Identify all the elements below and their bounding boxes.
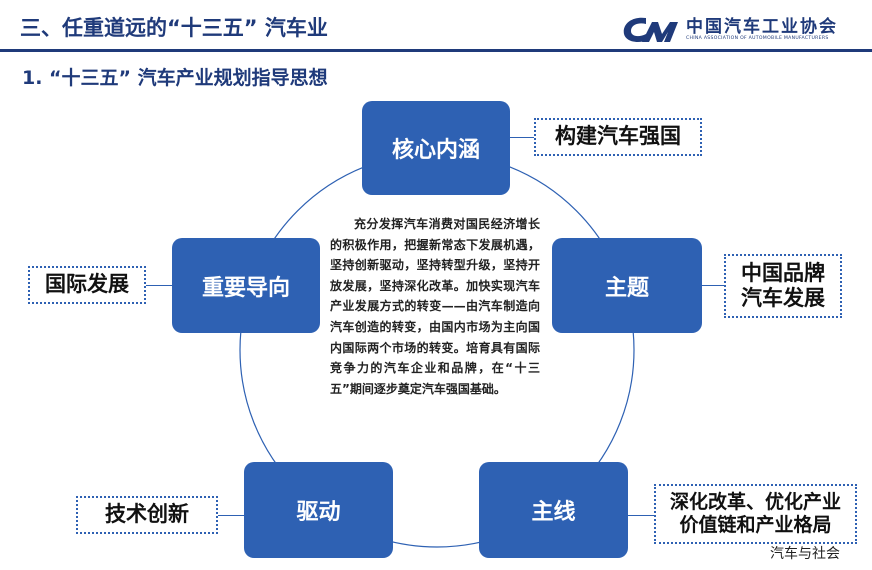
tag-mainline-line-1: 深化改革、优化产业 xyxy=(669,491,841,514)
connector-mainline xyxy=(628,515,654,516)
caam-logo-icon xyxy=(623,17,678,42)
connector-driver xyxy=(218,515,244,516)
connector-orientation xyxy=(146,285,172,286)
node-orientation: 重要导向 xyxy=(172,238,320,333)
logo-name-en: CHINA ASSOCIATION OF AUTOMOBILE MANUFACT… xyxy=(686,36,829,41)
tag-core: 构建汽车强国 xyxy=(534,118,702,156)
tag-mainline: 深化改革、优化产业 价值链和产业格局 xyxy=(654,484,857,544)
tag-theme-line-2: 汽车发展 xyxy=(741,286,825,310)
connector-theme xyxy=(702,285,724,286)
connector-core xyxy=(510,137,534,138)
header-divider xyxy=(0,49,872,52)
logo-name-cn: 中国汽车工业协会 xyxy=(686,17,838,37)
node-driver: 驱动 xyxy=(244,462,393,558)
node-mainline: 主线 xyxy=(479,462,628,558)
tag-theme-line-1: 中国品牌 xyxy=(741,260,825,285)
page-title: 三、任重道远的“十三五” 汽车业 xyxy=(20,16,328,40)
section-subtitle: 1. “十三五” 汽车产业规划指导思想 xyxy=(22,67,328,89)
node-theme: 主题 xyxy=(552,238,702,333)
caam-logo: 中国汽车工业协会 CHINA ASSOCIATION OF AUTOMOBILE… xyxy=(620,10,860,48)
tag-orientation: 国际发展 xyxy=(28,266,146,304)
node-core: 核心内涵 xyxy=(362,101,510,195)
tag-driver: 技术创新 xyxy=(76,496,218,534)
source-watermark: 汽车与社会 xyxy=(770,546,840,562)
tag-theme: 中国品牌 汽车发展 xyxy=(724,254,842,318)
guiding-ideology-text: 充分发挥汽车消费对国民经济增长的积极作用，把握新常态下发展机遇，坚持创新驱动，坚… xyxy=(330,217,540,396)
tag-mainline-line-2: 价值链和产业格局 xyxy=(679,514,832,536)
